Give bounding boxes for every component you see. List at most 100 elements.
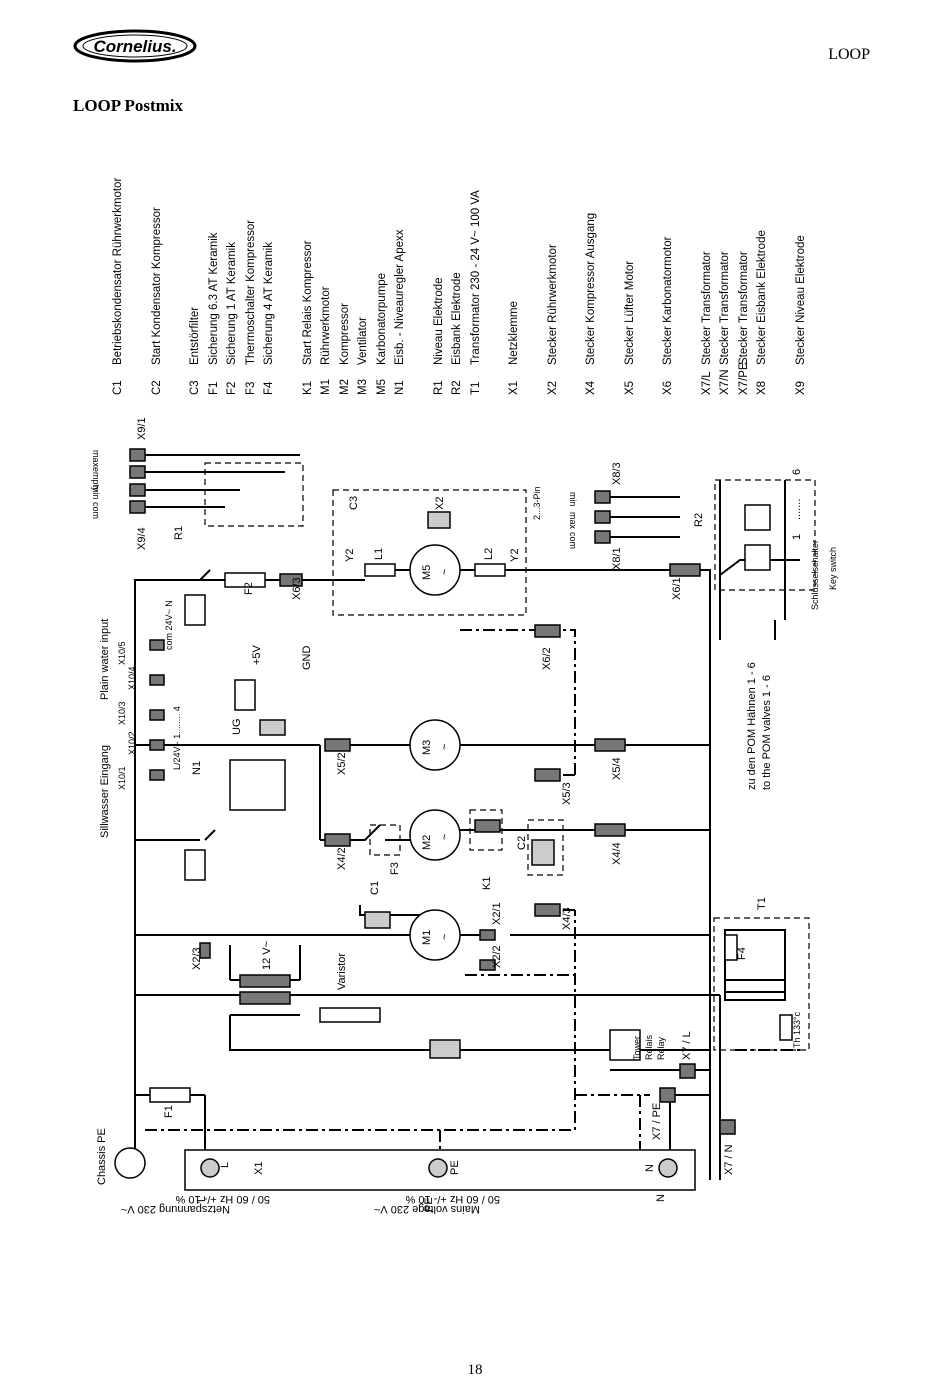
label-m5: M5 (421, 565, 433, 580)
label-gnd: GND (301, 646, 313, 671)
label-f2: F2 (243, 582, 255, 595)
label-x9-4: X9/4 (136, 527, 148, 550)
label-x7-l: X7 / L (681, 1031, 693, 1060)
label-sill-de: Sillwasser Eingang (99, 745, 111, 838)
label-r2: R2 (693, 513, 705, 527)
label-plus5: +5V (251, 644, 263, 665)
label-pom-en: to the POM valves 1 - 6 (761, 675, 773, 790)
label-supply-l: L (196, 1196, 208, 1202)
label-key-1: 1 (791, 534, 803, 540)
label-terminal-n: N (644, 1164, 656, 1172)
label-l1: L1 (373, 548, 385, 560)
label-x5-4: X5/4 (611, 757, 623, 780)
label-tower: Tower (632, 1036, 642, 1060)
label-terminal-pe: PE (449, 1160, 461, 1175)
label-r1-min: min (91, 485, 101, 500)
label-key-dots: ....... (791, 499, 803, 520)
label-chassis-pe: Chassis PE (96, 1128, 108, 1185)
label-x10-4: X10/4 (127, 666, 137, 690)
label-terminal-x1: X1 (253, 1162, 265, 1175)
svg-text:Cornelius.: Cornelius. (93, 37, 176, 56)
label-m2: M2 (421, 835, 433, 850)
label-x2: X2 (434, 497, 446, 510)
label-x2-3: X2/3 (191, 947, 203, 970)
label-x10-5: X10/5 (117, 641, 127, 665)
label-x4-3: X4/3 (561, 907, 573, 930)
label-x8-3: X8/3 (611, 462, 623, 485)
label-pom-de: zu den POM Hähnen 1 - 6 (746, 662, 758, 790)
label-x6-1: X6/1 (671, 577, 683, 600)
label-x8-1: X8/1 (611, 547, 623, 570)
label-f3: F3 (389, 862, 401, 875)
label-relay: Relay (656, 1036, 666, 1060)
label-x6-2: X6/2 (541, 647, 553, 670)
label-m1: M1 (421, 930, 433, 945)
label-r2-max: max (568, 512, 578, 530)
label-sill-en: Plain water input (99, 619, 111, 700)
label-l24: L/24V~ 1........ 4 (172, 706, 182, 770)
label-l2: L2 (483, 548, 495, 560)
label-m5-tilde: ~ (439, 569, 451, 575)
label-netz-en-2: 50 / 60 Hz +/- 10 % (405, 1193, 500, 1205)
label-c1: C1 (369, 881, 381, 895)
components (114, 448, 793, 1179)
label-r1: R1 (173, 526, 185, 540)
label-f4: F4 (736, 947, 748, 960)
label-relais: Relais (644, 1034, 654, 1060)
label-c2: C2 (516, 836, 528, 850)
label-x5-2: X5/2 (336, 752, 348, 775)
label-terminal-l: L (219, 1162, 231, 1168)
label-t1: T1 (756, 897, 768, 910)
terminal-strip (184, 1149, 696, 1191)
label-x2-2: X2/2 (491, 945, 503, 968)
label-y2b: Y2 (509, 549, 521, 562)
cornelius-logo: Cornelius. (73, 29, 197, 63)
page-title: LOOP Postmix (73, 96, 184, 115)
label-r2-min: min (568, 492, 578, 507)
label-f1: F1 (163, 1105, 175, 1118)
label-x9-1: X9/1 (136, 417, 148, 440)
label-y2a: Y2 (344, 549, 356, 562)
diagram-labels: Chassis PE F1 L X1 PE N L PE N Netzspann… (91, 417, 838, 1215)
label-ug: UG (231, 719, 243, 736)
label-m1-tilde: ~ (439, 934, 451, 940)
label-key-en: Key switch (828, 547, 838, 590)
label-netz-de-2: 50 / 60 Hz +/- 10 % (175, 1193, 270, 1205)
label-x10-2: X10/2 (127, 731, 137, 755)
label-c3: C3 (348, 496, 360, 510)
label-netz-de-1: Netzspannung 230 V~ (121, 1203, 230, 1215)
label-m2-tilde: ~ (439, 834, 451, 840)
label-k1: K1 (481, 877, 493, 890)
label-n1: N1 (191, 761, 203, 775)
label-x7-pe: X7 / PE (651, 1103, 663, 1140)
label-pin: 2...3-Pin (532, 486, 542, 520)
label-varistor: Varistor (336, 953, 348, 990)
label-m3-tilde: ~ (439, 744, 451, 750)
label-x10-1: X10/1 (117, 766, 127, 790)
label-x4-4: X4/4 (611, 842, 623, 865)
label-r1-empty: empty (91, 467, 101, 492)
label-supply-pe: PE (423, 1197, 435, 1212)
label-r1-max: max (91, 450, 101, 468)
dashed-boxes (204, 462, 816, 1051)
label-x6-3: X6/3 (291, 577, 303, 600)
label-key-6: 6 (791, 469, 803, 475)
label-x7-n: X7 / N (723, 1144, 735, 1175)
label-key-de: Schlüsselschalter (810, 540, 820, 610)
label-x4-2: X4/2 (336, 847, 348, 870)
page-number: 18 (467, 1362, 483, 1378)
label-12v: 12 V~ (261, 941, 273, 970)
label-supply-n: N (655, 1194, 667, 1202)
label-r1-com: com (91, 502, 101, 519)
section-name: LOOP (828, 46, 870, 63)
label-x5-3: X5/3 (561, 782, 573, 805)
label-com24: com 24V~ N (164, 600, 174, 650)
label-r2-com: com (568, 532, 578, 549)
label-netz-en-1: Mains voltage 230 V~ (374, 1203, 480, 1215)
wires (134, 454, 800, 1180)
label-th: Th 133°c (792, 1011, 802, 1048)
label-x2-1: X2/1 (491, 902, 503, 925)
label-x10-3: X10/3 (117, 701, 127, 725)
label-m3: M3 (421, 740, 433, 755)
